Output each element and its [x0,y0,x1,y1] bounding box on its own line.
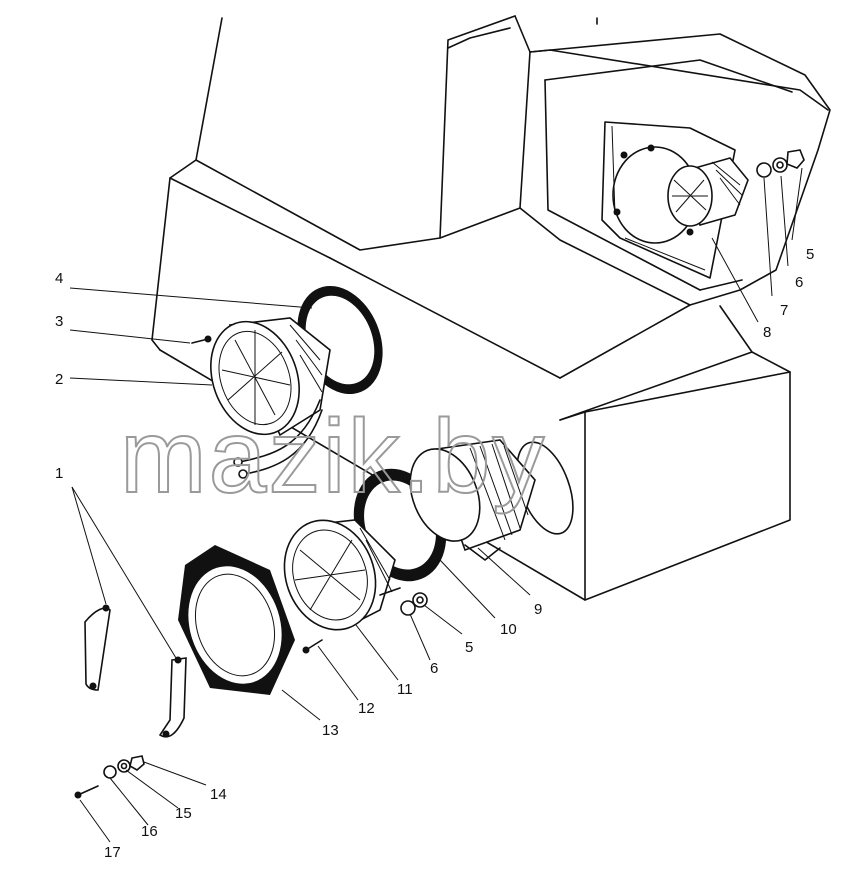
bracket-1-right [158,656,187,738]
callout-5-lower: 5 [465,639,473,656]
callout-9: 9 [534,601,542,618]
mounting-housing-9 [409,439,536,561]
callout-1: 1 [55,465,63,482]
callout-12: 12 [358,700,375,717]
fastener-set [74,755,145,799]
callout-13: 13 [322,722,339,739]
callout-5-upper: 5 [806,246,814,263]
callout-10: 10 [500,621,517,638]
rim-13 [178,545,295,695]
headlamp-2 [191,317,331,479]
leader-lines [69,167,803,843]
callout-15: 15 [175,805,192,822]
callout-7: 7 [780,302,788,319]
callout-14: 14 [210,786,227,803]
bracket-1-left [84,604,111,691]
callout-3: 3 [55,313,63,330]
callout-6-upper: 6 [795,274,803,291]
callout-labels: 1 2 3 4 5 6 7 8 10 9 11 12 13 14 15 16 1… [55,246,814,861]
callout-16: 16 [141,823,158,840]
callout-17: 17 [104,844,121,861]
callout-2: 2 [55,371,63,388]
callout-4: 4 [55,270,63,287]
callout-11: 11 [397,681,413,698]
watermark-text: mazik.by [120,399,546,515]
callout-8: 8 [763,324,771,341]
headlamp-11 [283,519,428,654]
upper-lamp-unit [612,144,805,244]
callout-6-lower: 6 [430,660,438,677]
